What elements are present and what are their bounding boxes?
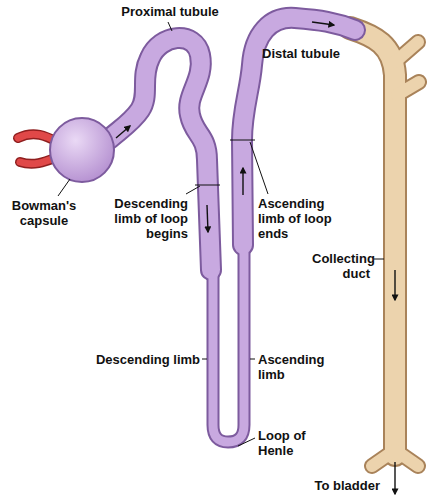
part-label: Descending limb of loop begins: [96, 196, 188, 241]
part-label: Ascending limb of loop ends: [258, 196, 346, 241]
renal-tubule: [108, 18, 355, 442]
part-label: Loop of Henle: [258, 428, 328, 458]
part-label: Collecting duct: [312, 251, 370, 281]
part-label: Bowman's capsule: [4, 198, 84, 228]
part-label: To bladder: [296, 478, 380, 493]
part-label: Descending limb: [84, 352, 200, 367]
bowmans-capsule: [50, 118, 114, 182]
collecting-duct: [350, 28, 419, 466]
flow-arrow: [116, 22, 395, 494]
leader-line: [58, 22, 384, 446]
part-label: Ascending limb: [258, 352, 330, 382]
part-label: Distal tubule: [262, 46, 357, 61]
part-label: Proximal tubule: [110, 4, 230, 19]
